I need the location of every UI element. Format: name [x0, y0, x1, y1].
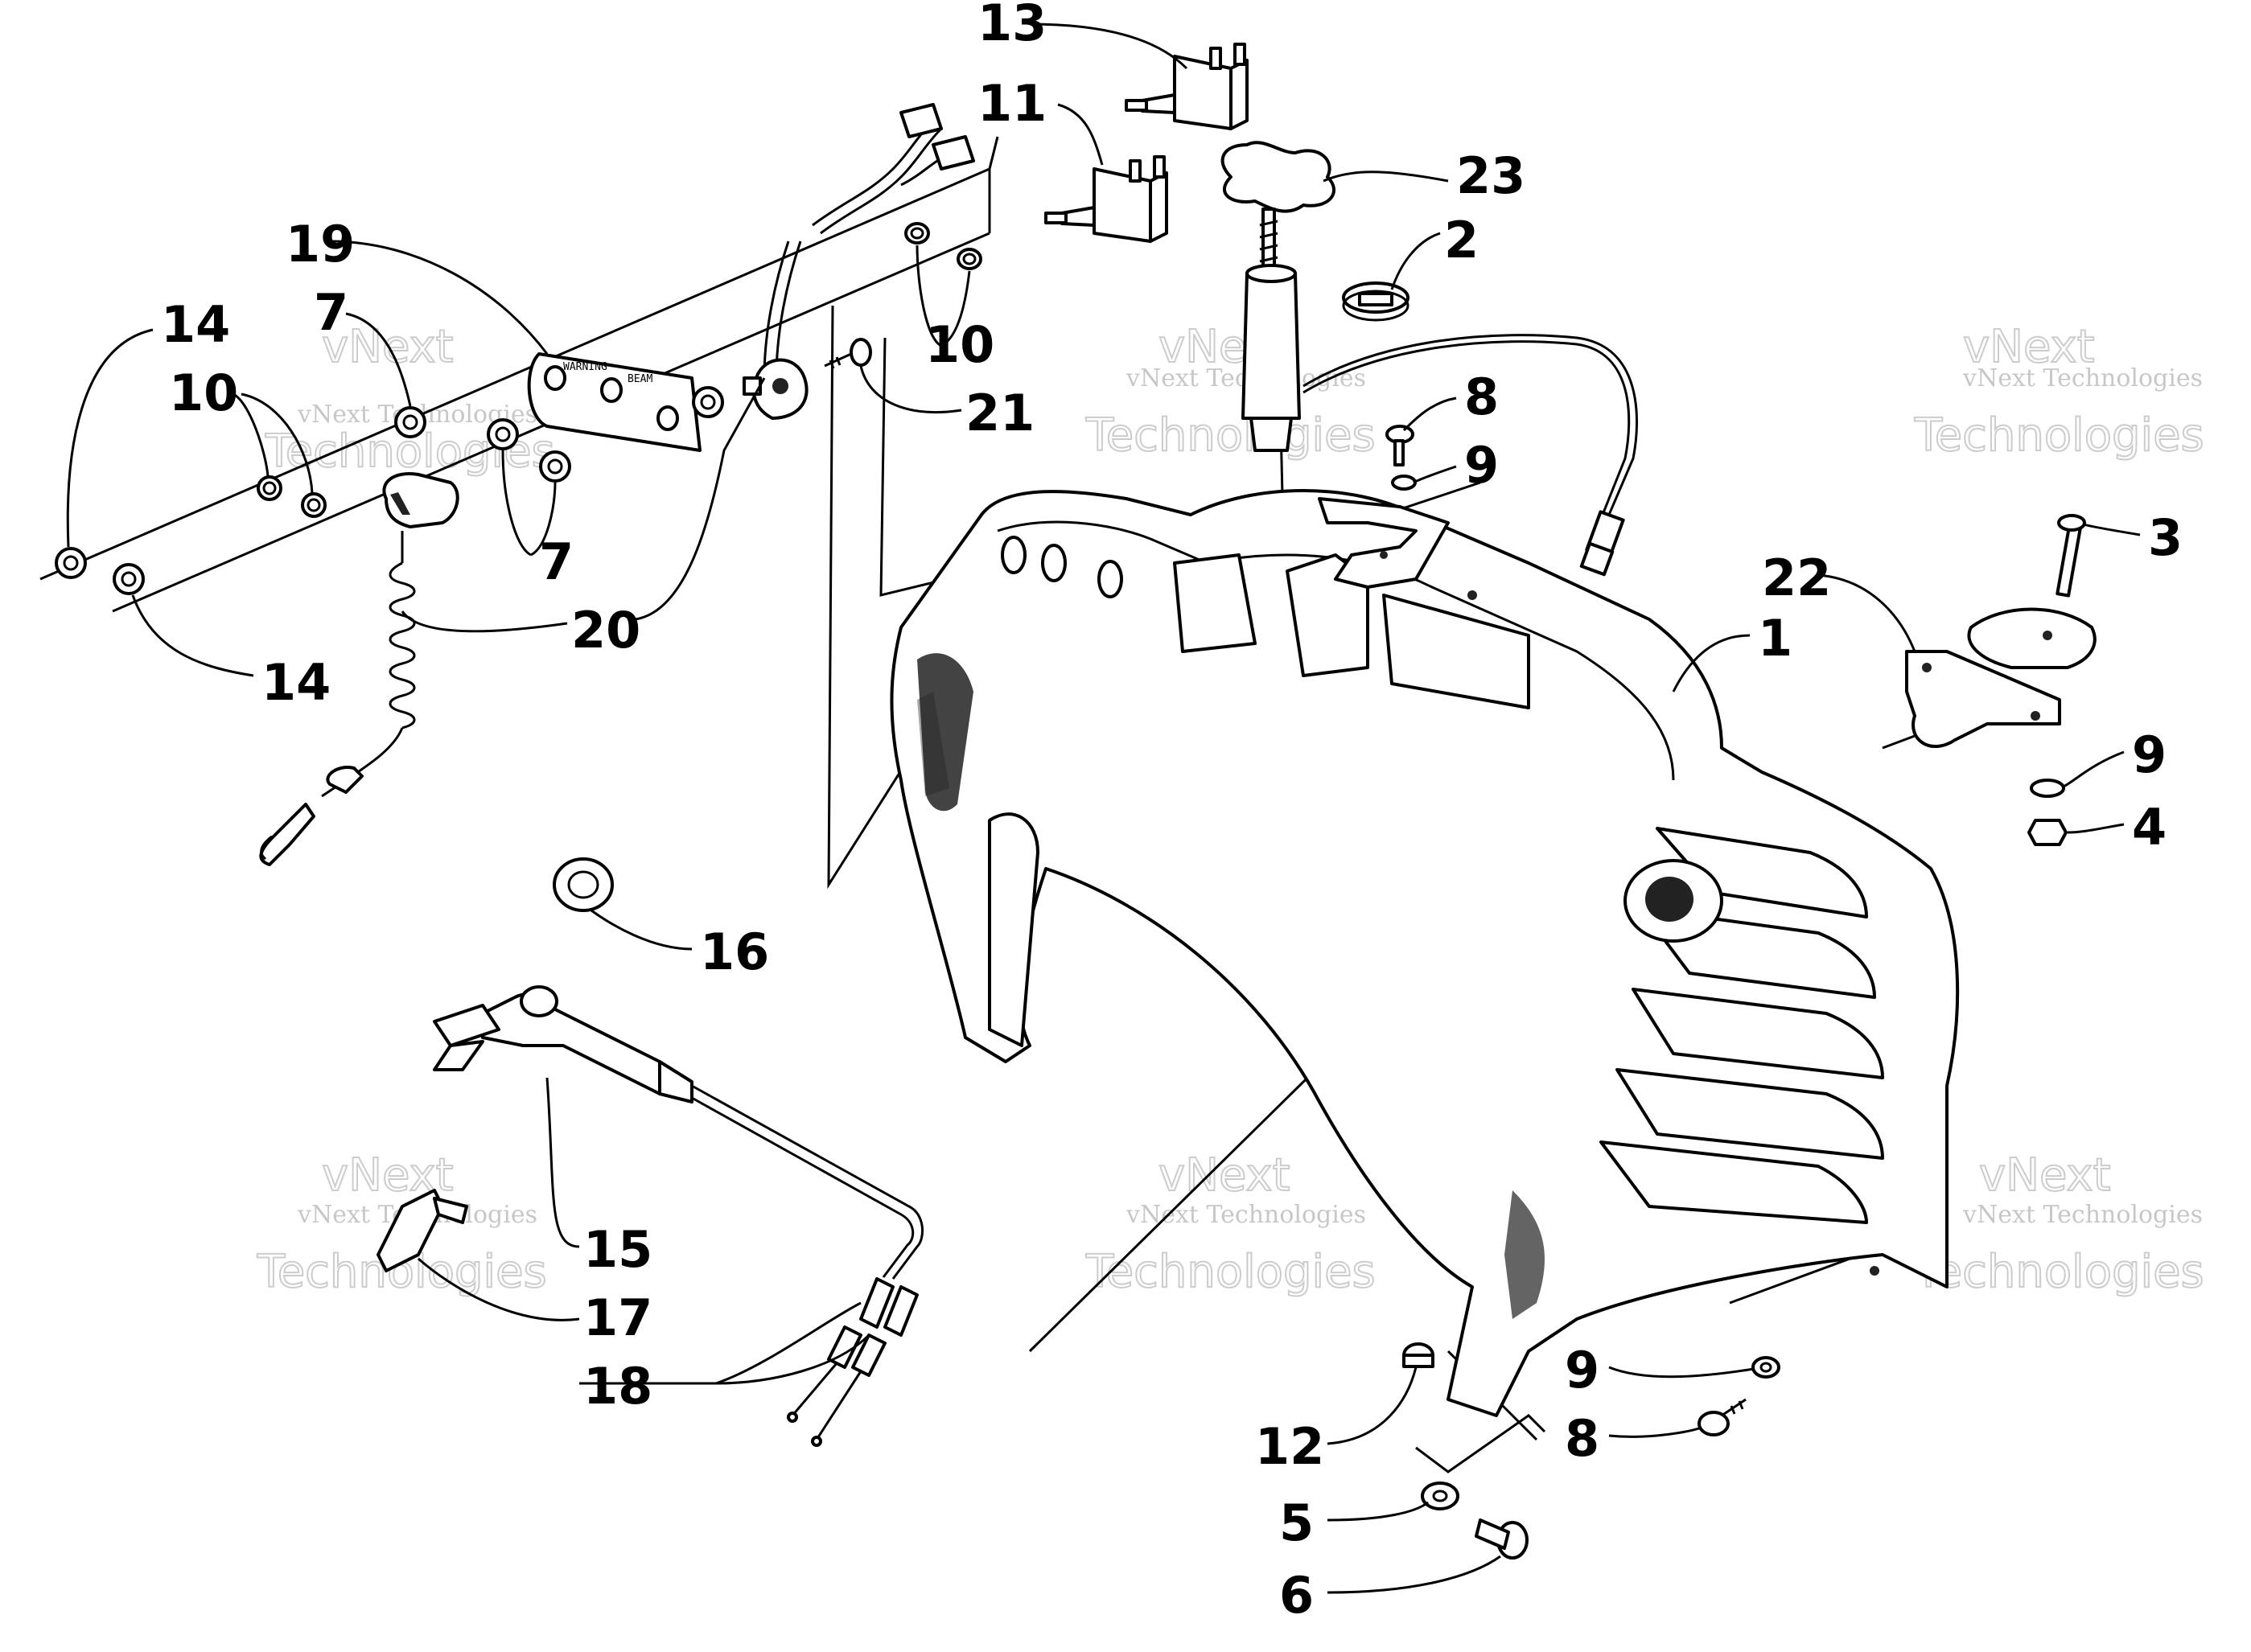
- callout-19: 19: [286, 215, 355, 273]
- lock-washers-7: [394, 386, 724, 483]
- plate-warning-text: WARNING: [563, 361, 607, 373]
- watermark-2: vNext vNext Technologies Technologies: [1084, 320, 1377, 462]
- callout-23: 23: [1456, 146, 1525, 205]
- screw-21: [824, 338, 872, 369]
- nuts-14: [55, 547, 145, 595]
- callout-5: 5: [1279, 1494, 1314, 1552]
- callout-20: 20: [571, 601, 640, 660]
- callout-8-lower: 8: [1565, 1409, 1599, 1468]
- watermark-text: Technologies: [1085, 409, 1376, 462]
- callout-8-upper: 8: [1464, 368, 1499, 426]
- watermark-text: Technologies: [1914, 1246, 2204, 1298]
- callout-12: 12: [1255, 1417, 1324, 1476]
- plunger-cable: [1302, 334, 1639, 577]
- watermark-text: Technologies: [1085, 1246, 1376, 1298]
- hood-bracket: [1318, 497, 1450, 589]
- callout-14-lower: 14: [261, 653, 331, 712]
- leader-lines: [66, 23, 2141, 1594]
- watermark-text: vNext Technologies: [1962, 364, 2203, 392]
- washer-9-upper: [1391, 475, 1417, 491]
- hood-panel: [890, 489, 1960, 1417]
- warning-plate-19: WARNING BEAM: [527, 352, 702, 452]
- callout-labels: 13 11 23 2 19 7 14 10 10 21 8 9 3 22 1 9…: [161, 0, 2183, 1625]
- callout-10-right: 10: [925, 315, 994, 374]
- screw-8-upper: [1385, 425, 1414, 466]
- watermark-4: vNext vNext Technologies Technologies: [256, 1149, 548, 1299]
- switch-13: [1125, 43, 1249, 130]
- switch-11: [1044, 155, 1168, 243]
- callout-2: 2: [1444, 211, 1479, 269]
- callout-7-upper: 7: [314, 283, 348, 342]
- bracket-17: [377, 1189, 468, 1272]
- callout-9-upper: 9: [1464, 436, 1499, 495]
- knob-23: [1220, 141, 1335, 452]
- watermark-text: Technologies: [1914, 409, 2204, 462]
- callout-3: 3: [2148, 508, 2183, 567]
- washer-9-lower: [1751, 1356, 1780, 1379]
- washers-10-upper: [904, 222, 982, 270]
- watermark-5: vNext vNext Technologies Technologies: [1084, 1149, 1377, 1299]
- cable-ends-18: [787, 1277, 919, 1447]
- callout-4: 4: [2132, 798, 2167, 857]
- callout-9-right: 9: [2132, 725, 2167, 784]
- callout-15: 15: [583, 1220, 652, 1279]
- callout-9-lower: 9: [1565, 1341, 1599, 1399]
- callout-17: 17: [583, 1288, 652, 1347]
- watermark-text: vNext Technologies: [1126, 1201, 1366, 1229]
- callout-22: 22: [1762, 549, 1831, 607]
- wire-harness: [812, 103, 975, 235]
- screw-8-lower: [1698, 1398, 1747, 1436]
- callout-1: 1: [1758, 609, 1792, 668]
- watermark-text: vNext: [1963, 321, 2095, 373]
- callout-10-left: 10: [169, 364, 238, 422]
- bolt-6: [1475, 1518, 1529, 1560]
- throttle-lever-15: [433, 985, 924, 1280]
- callout-7-lower: 7: [539, 532, 574, 591]
- callout-6: 6: [1279, 1566, 1314, 1625]
- callout-13: 13: [977, 0, 1047, 52]
- watermark-3: vNext vNext Technologies Technologies: [1913, 320, 2205, 462]
- callout-18: 18: [583, 1357, 652, 1416]
- tether-cord-20: [259, 240, 809, 866]
- nut-12: [1402, 1342, 1434, 1368]
- nut-16: [553, 857, 614, 912]
- watermark-text: vNext: [1158, 1149, 1290, 1202]
- callout-14-upper: 14: [161, 295, 230, 354]
- watermark-6: vNext vNext Technologies Technologies: [1913, 1149, 2205, 1299]
- watermark-text: vNext: [1979, 1149, 2111, 1202]
- callout-21: 21: [965, 384, 1035, 442]
- watermark-text: vNext Technologies: [1962, 1201, 2203, 1229]
- plate-beam-text: BEAM: [628, 373, 652, 385]
- bracket-assembly: [1905, 514, 2097, 846]
- washers-10-lower: [257, 475, 327, 518]
- washer-5: [1421, 1481, 1459, 1510]
- hose-clamp-2: [1342, 281, 1409, 322]
- callout-16: 16: [700, 923, 769, 981]
- callout-11: 11: [977, 74, 1047, 133]
